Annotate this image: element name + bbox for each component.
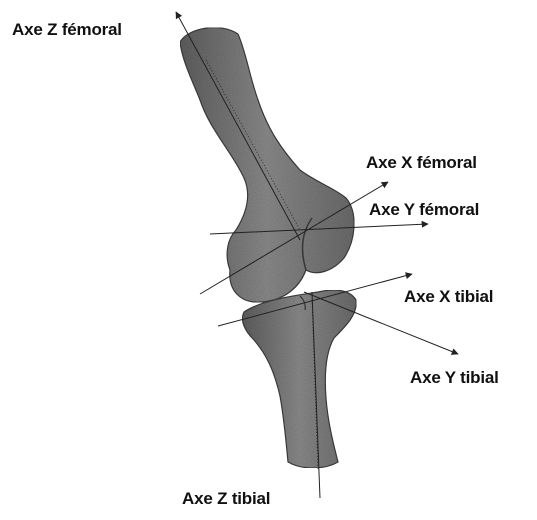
label-axe-y-tibial: Axe Y tibial bbox=[410, 368, 499, 388]
label-axe-z-femoral: Axe Z fémoral bbox=[12, 20, 122, 40]
label-axe-y-femoral: Axe Y fémoral bbox=[369, 200, 479, 220]
femur-bone bbox=[180, 28, 354, 303]
label-axe-x-femoral: Axe X fémoral bbox=[366, 153, 477, 173]
label-axe-x-tibial: Axe X tibial bbox=[404, 287, 493, 307]
tibia-bone bbox=[242, 290, 356, 468]
label-axe-z-tibial: Axe Z tibial bbox=[182, 489, 270, 509]
